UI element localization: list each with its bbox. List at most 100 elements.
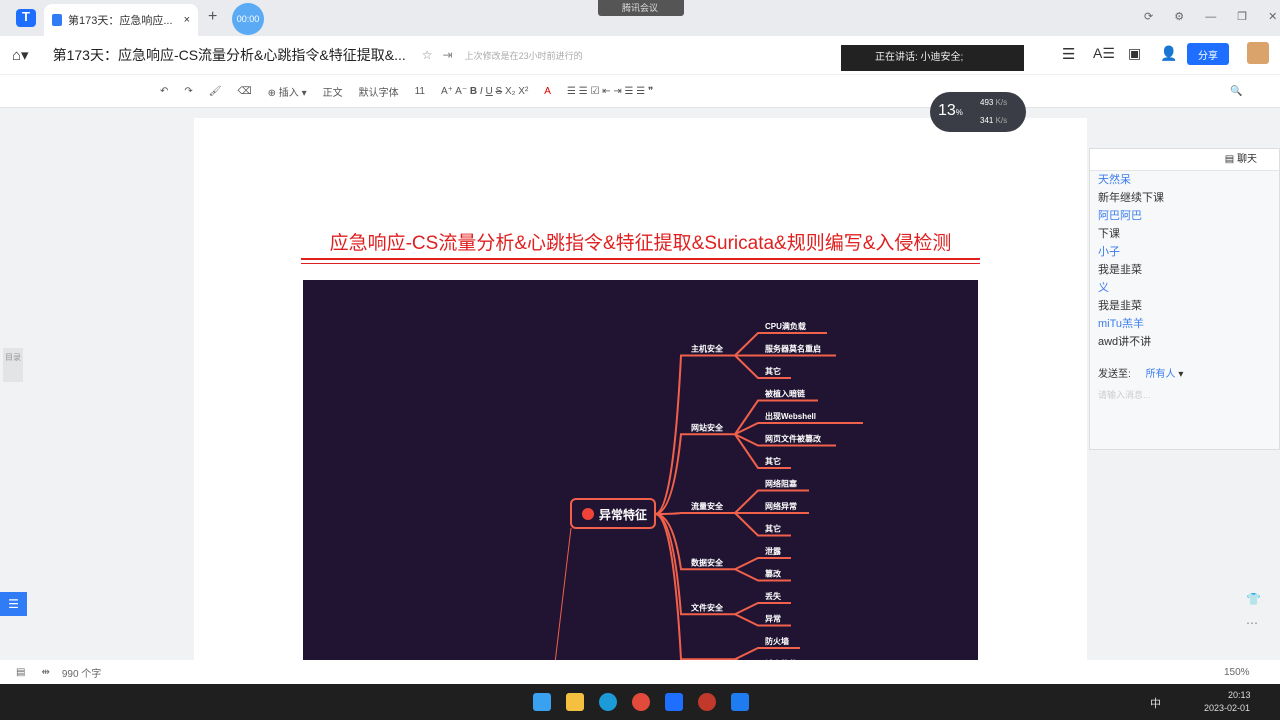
- insert-button[interactable]: ⊕ 插入 ▾: [267, 87, 307, 99]
- list-icons[interactable]: ☰ ☰ ☑ ⇤ ⇥ ☰ ☰ ❞: [566, 85, 654, 97]
- leaf-node[interactable]: 其它: [765, 524, 781, 534]
- chrome-icon[interactable]: [632, 693, 650, 711]
- leaf-connector: [734, 354, 791, 379]
- leaf-connector: [734, 647, 800, 661]
- leaf-node[interactable]: 出现Webshell: [765, 411, 816, 421]
- window-controls[interactable]: ⟳ ⚙ — ❐ ✕: [1144, 11, 1278, 23]
- close-tab-icon[interactable]: ×: [183, 14, 190, 26]
- explorer-icon[interactable]: [566, 693, 584, 711]
- leaf-node[interactable]: 泄露: [765, 546, 782, 556]
- home-icon[interactable]: ⌂▾: [12, 47, 29, 64]
- leaf-connector: [734, 557, 791, 571]
- more-icon[interactable]: ⋯: [1246, 616, 1258, 630]
- leaf-node[interactable]: 防火墙: [765, 636, 789, 646]
- skin-icon[interactable]: 👕: [1246, 592, 1261, 606]
- zoom-level[interactable]: 150%: [1224, 666, 1250, 678]
- present-icon[interactable]: ▣: [1128, 45, 1142, 61]
- document-heading[interactable]: 应急响应-CS流量分析&心跳指令&特征提取&Suricata&规则编写&入侵检测: [329, 233, 952, 254]
- tencent-docs-icon[interactable]: [665, 693, 683, 711]
- leaf-node[interactable]: 网络阻塞: [765, 479, 798, 489]
- bold-icon[interactable]: A⁺ A⁻ B I U S X₂ X²: [441, 85, 529, 97]
- leaf-node[interactable]: CPU满负载: [765, 321, 806, 331]
- clear-format-icon[interactable]: ⌫: [237, 85, 252, 97]
- format-toolbar: ↶ ↷ 🖌 ⌫ ⊕ 插入 ▾ 正文 默认字体 11 A⁺ A⁻ B I U S …: [0, 74, 1280, 108]
- clock-time[interactable]: 20:13: [1228, 690, 1251, 700]
- status-bar: ▤ ⇹ 990 个字 150%: [0, 660, 1280, 684]
- timer-badge: 00:00: [232, 3, 264, 35]
- connector: [552, 527, 572, 681]
- chat-message: awd讲不讲: [1098, 336, 1152, 348]
- recipient-select[interactable]: 所有人: [1145, 369, 1176, 380]
- chat-message: 新年继续下课: [1098, 192, 1164, 204]
- text-color-icon[interactable]: A: [544, 85, 551, 97]
- share-button[interactable]: 分享: [1187, 43, 1229, 65]
- chat-message: 天然呆: [1098, 174, 1131, 186]
- clock-date[interactable]: 2023-02-01: [1204, 703, 1251, 713]
- width-icon[interactable]: ⇹: [41, 666, 50, 678]
- font-icon[interactable]: A☰: [1093, 45, 1115, 61]
- avatar[interactable]: [1247, 42, 1269, 64]
- branch-node[interactable]: 文件安全: [691, 602, 724, 612]
- divider: [301, 263, 980, 264]
- ime-indicator[interactable]: 中: [1150, 698, 1161, 710]
- taskbar: xiaodisec 中 20:13 2023-02-01: [0, 662, 1280, 720]
- chat-message: 义: [1098, 282, 1109, 294]
- network-speed-widget: 13% 493 K/s 341 K/s: [930, 92, 1026, 132]
- edge-icon[interactable]: [599, 693, 617, 711]
- redo-icon[interactable]: ↷: [184, 85, 193, 97]
- branch-node[interactable]: 数据安全: [691, 557, 724, 567]
- star-icon[interactable]: ☆: [421, 48, 433, 62]
- chat-input[interactable]: 请输入消息...: [1098, 390, 1151, 400]
- branch-node[interactable]: 网站安全: [691, 422, 724, 432]
- outline-button[interactable]: ☰: [0, 592, 27, 616]
- leaf-connector: [734, 613, 791, 627]
- leaf-node[interactable]: 被植入暗链: [765, 389, 806, 399]
- watermark: xiaodisec: [1030, 661, 1131, 686]
- chat-message: 下课: [1098, 228, 1120, 240]
- word-count[interactable]: 990 个字: [61, 668, 102, 680]
- branch-node[interactable]: 主机安全: [691, 344, 724, 354]
- root-label: 异常特征: [599, 507, 647, 522]
- font-select[interactable]: 默认字体: [358, 87, 399, 99]
- leaf-node[interactable]: 网络异常: [765, 501, 797, 511]
- branch-connector: [654, 354, 735, 515]
- leaf-node[interactable]: 异常: [765, 614, 781, 624]
- toc-toggle[interactable]: 目录: [3, 348, 23, 382]
- branch-node[interactable]: 流量安全: [691, 501, 724, 511]
- document-page: 应急响应-CS流量分析&心跳指令&特征提取&Suricata&规则编写&入侵检测…: [194, 118, 1087, 681]
- chat-message: 小子: [1098, 246, 1120, 258]
- menu-icon[interactable]: ☰: [1062, 46, 1076, 63]
- leaf-connector: [734, 433, 836, 447]
- chat-message: 我是韭菜: [1098, 300, 1142, 312]
- meeting-indicator[interactable]: 腾讯会议: [598, 0, 684, 16]
- leaf-connector: [734, 422, 863, 436]
- size-select[interactable]: 11: [414, 85, 425, 97]
- leaf-node[interactable]: 丢失: [765, 591, 782, 601]
- leaf-node[interactable]: 网页文件被篡改: [765, 434, 822, 444]
- new-tab-button[interactable]: +: [208, 8, 218, 25]
- document-title[interactable]: 第173天：应急响应-CS流量分析&心跳指令&特征提取&...: [52, 47, 406, 63]
- undo-icon[interactable]: ↶: [160, 85, 169, 97]
- start-icon[interactable]: [533, 693, 551, 711]
- meeting-icon[interactable]: [731, 693, 749, 711]
- page-view-icon[interactable]: ▤: [16, 666, 26, 678]
- app-icon[interactable]: [698, 693, 716, 711]
- leaf-node[interactable]: 其它: [765, 366, 781, 376]
- leaf-node[interactable]: 篡改: [764, 569, 782, 579]
- move-icon[interactable]: ⇥: [442, 48, 453, 62]
- style-select[interactable]: 正文: [322, 87, 343, 99]
- search-icon[interactable]: 🔍: [1230, 85, 1243, 97]
- tab-bar: T 第173天：应急响应... × + 00:00 腾讯会议 ⟳ ⚙ — ❐ ✕: [0, 0, 1280, 36]
- format-painter-icon[interactable]: 🖌: [208, 85, 222, 97]
- leaf-connector: [734, 602, 791, 616]
- branch-connector: [654, 513, 735, 661]
- leaf-node[interactable]: 其它: [765, 456, 781, 466]
- title-bar: ⌂▾ 第173天：应急响应-CS流量分析&心跳指令&特征提取&... ☆ ⇥ 上…: [0, 36, 1280, 74]
- tab-document[interactable]: 第173天：应急响应... ×: [44, 4, 198, 36]
- collaborator-icon[interactable]: 👤: [1160, 45, 1178, 61]
- send-to: 发送至: 所有人 ▾: [1098, 369, 1184, 380]
- leaf-node[interactable]: 服务器莫名重启: [765, 344, 821, 354]
